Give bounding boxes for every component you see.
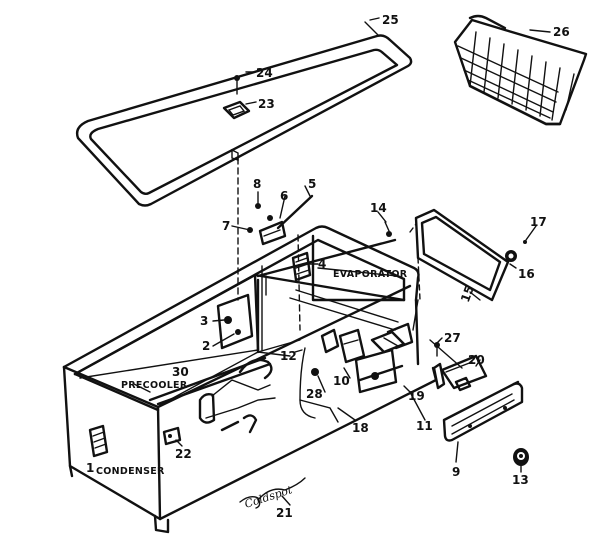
part-labels: EVAPORATOR PRECOOLER CONDENSER Coldspot bbox=[96, 269, 408, 511]
kick-plate bbox=[442, 380, 524, 442]
part-28-grommet bbox=[311, 368, 319, 376]
callout-19: 19 bbox=[408, 389, 425, 403]
callout-23: 23 bbox=[258, 97, 275, 111]
callout-3: 3 bbox=[200, 314, 208, 328]
callout-4: 4 bbox=[318, 257, 326, 271]
drain-plate bbox=[216, 293, 254, 350]
control-knob bbox=[505, 240, 527, 262]
callout-8: 8 bbox=[253, 177, 261, 191]
callout-leaders bbox=[133, 17, 551, 506]
callout-21: 21 bbox=[276, 506, 293, 520]
label-evaporator: EVAPORATOR bbox=[333, 269, 408, 280]
screw-27 bbox=[434, 342, 440, 357]
callout-6: 6 bbox=[280, 189, 288, 203]
callout-26: 26 bbox=[553, 25, 570, 39]
callout-24: 24 bbox=[256, 66, 273, 80]
callout-11: 11 bbox=[416, 419, 433, 433]
callout-20: 20 bbox=[468, 353, 485, 367]
callout-22: 22 bbox=[175, 447, 192, 461]
callout-13: 13 bbox=[512, 473, 529, 487]
callout-5: 5 bbox=[308, 177, 316, 191]
label-precooler: PRECOOLER bbox=[121, 380, 188, 391]
callout-18: 18 bbox=[352, 421, 369, 435]
screw-14 bbox=[384, 221, 392, 237]
callout-2: 2 bbox=[202, 339, 210, 353]
leveling-foot bbox=[513, 448, 529, 466]
callout-1: 1 bbox=[86, 461, 94, 475]
callout-numbers: 25 24 23 26 8 6 5 7 14 17 16 15 4 3 2 12… bbox=[86, 13, 570, 520]
callout-30: 30 bbox=[172, 365, 189, 379]
lid-handle bbox=[222, 100, 251, 120]
callout-14: 14 bbox=[370, 201, 387, 215]
nameplate bbox=[162, 426, 182, 446]
callout-15: 15 bbox=[458, 284, 477, 304]
evaporator-plate bbox=[291, 251, 312, 282]
light-bracket bbox=[429, 339, 488, 392]
lid-frame bbox=[75, 34, 413, 207]
callout-25: 25 bbox=[382, 13, 399, 27]
label-condenser: CONDENSER bbox=[96, 466, 165, 477]
precooler-tube bbox=[148, 356, 276, 434]
handle-screw bbox=[234, 75, 240, 95]
callout-27: 27 bbox=[444, 331, 461, 345]
callout-10: 10 bbox=[333, 374, 350, 388]
callout-7: 7 bbox=[222, 219, 230, 233]
callout-28: 28 bbox=[306, 387, 323, 401]
wiring-harness bbox=[299, 299, 419, 423]
wire-basket bbox=[453, 14, 588, 126]
condenser-grille bbox=[88, 424, 109, 458]
callout-17: 17 bbox=[530, 215, 547, 229]
control-cover-panel bbox=[409, 208, 510, 302]
callout-12: 12 bbox=[280, 349, 297, 363]
callout-9: 9 bbox=[452, 465, 460, 479]
coldspot-badge bbox=[239, 477, 306, 509]
callout-16: 16 bbox=[518, 267, 535, 281]
freezer-cabinet bbox=[62, 157, 438, 534]
temperature-control bbox=[320, 322, 414, 394]
